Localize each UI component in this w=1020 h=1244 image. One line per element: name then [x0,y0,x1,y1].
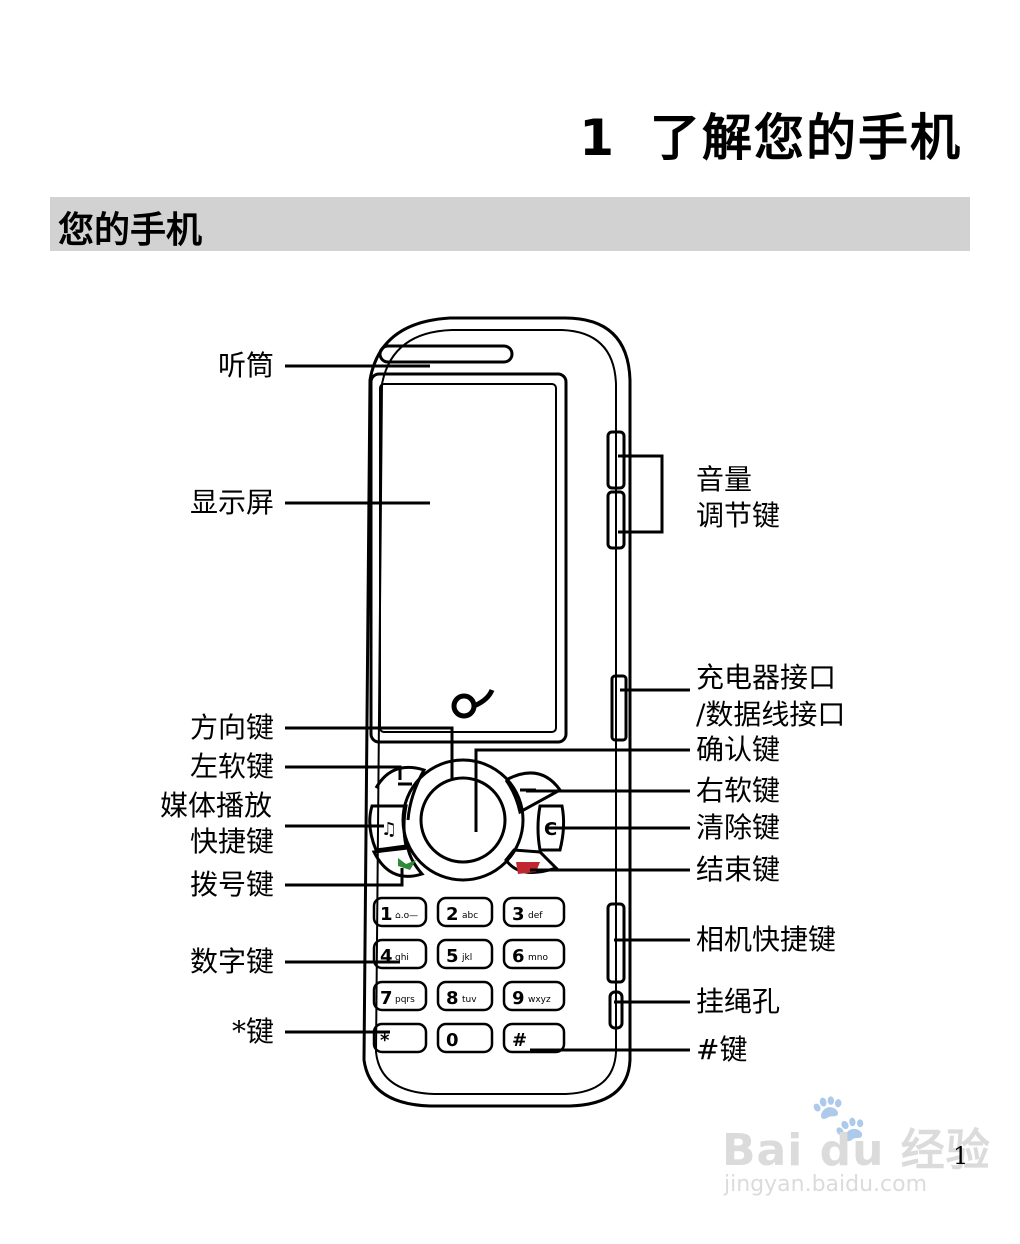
earpiece-slot [378,344,514,364]
volume-down-button [606,490,626,550]
chapter-number: 1 [579,109,616,167]
label-nav-key: 方向键 [190,711,275,744]
leader-volume [618,454,664,534]
end-key-shape [504,848,559,874]
chapter-heading: 1 了解您的手机 [579,98,962,170]
label-left-soft-key: 左软键 [190,750,275,783]
key-4: 4 [380,946,393,967]
screen-inner [379,383,557,733]
media-key-shape [368,804,408,852]
keypad-grid [372,896,566,1054]
label-right-soft-key: 右软键 [696,774,781,807]
key-2-sub: abc [462,911,478,921]
key-7-sub: pqrs [395,995,415,1005]
label-strap-hole: 挂绳孔 [696,985,781,1018]
key-5: 5 [446,946,459,967]
label-charger-2: /数据线接口 [696,698,846,731]
key-3: 3 [512,904,525,925]
volume-up-button [606,430,626,490]
leader-nav [285,726,454,780]
baidu-watermark: 🐾 Bai du 经验 jingyan.baidu.com [722,1090,990,1205]
label-star-key: *键 [232,1015,275,1048]
key-1-sub: ⌂.o— [395,911,418,921]
strap-hole [608,990,624,1030]
key-star: * [380,1030,390,1051]
label-dial-key: 拨号键 [190,868,275,901]
label-camera-key: 相机快捷键 [696,923,837,956]
left-softkey-shape [374,765,427,821]
key-8-sub: tuv [462,995,477,1005]
chapter-title: 了解您的手机 [650,109,962,167]
key-8: 8 [446,988,459,1009]
leader-left-soft [285,765,402,780]
key-9-sub: wxyz [528,995,551,1005]
label-volume-2: 调节键 [696,499,781,532]
paw-icon: 🐾 [810,1090,868,1144]
key-3-sub: def [528,911,543,921]
label-number-keys: 数字键 [190,945,275,978]
leader-dial [285,868,404,887]
nav-ring-inner [419,776,507,864]
key-0: 0 [446,1030,459,1051]
label-charger-1: 充电器接口 [696,661,837,694]
charger-port [610,674,628,742]
label-ok-key: 确认键 [696,733,781,766]
phone-body-outline [362,316,632,1108]
watermark-url: jingyan.baidu.com [724,1172,928,1197]
key-5-sub: jkl [461,953,472,963]
label-media-shortcut-1: 媒体播放 [160,789,273,822]
key-6: 6 [512,946,525,967]
section-bar: 您的手机 [50,197,970,251]
label-end-key: 结束键 [696,853,781,886]
key-7: 7 [380,988,393,1009]
label-hash-key: #键 [696,1033,748,1066]
label-earpiece: 听筒 [218,349,275,382]
label-clear-key: 清除键 [696,811,781,844]
key-hash: # [512,1030,527,1051]
section-title: 您的手机 [58,210,203,251]
leader-ok [474,748,690,832]
music-note-icon: ♫ [381,819,397,840]
phone-body-inner [374,329,617,1095]
call-green-icon [398,858,416,870]
key-9: 9 [512,988,525,1009]
watermark-brand: Bai du 经验 [722,1125,991,1176]
key-6-sub: mno [528,953,548,963]
key-4-sub: ghi [395,953,409,963]
brand-logo-icon [451,688,495,719]
page-number: 1 [953,1142,969,1170]
label-volume-1: 音量 [696,463,753,496]
label-media-shortcut-2: 快捷键 [190,825,275,858]
key-1: 1 [380,904,393,925]
screen-outer [369,372,568,744]
key-2: 2 [446,904,459,925]
clear-key-shape [536,804,566,852]
label-screen: 显示屏 [190,486,275,519]
dial-key-shape [371,846,425,878]
camera-button [606,902,626,984]
